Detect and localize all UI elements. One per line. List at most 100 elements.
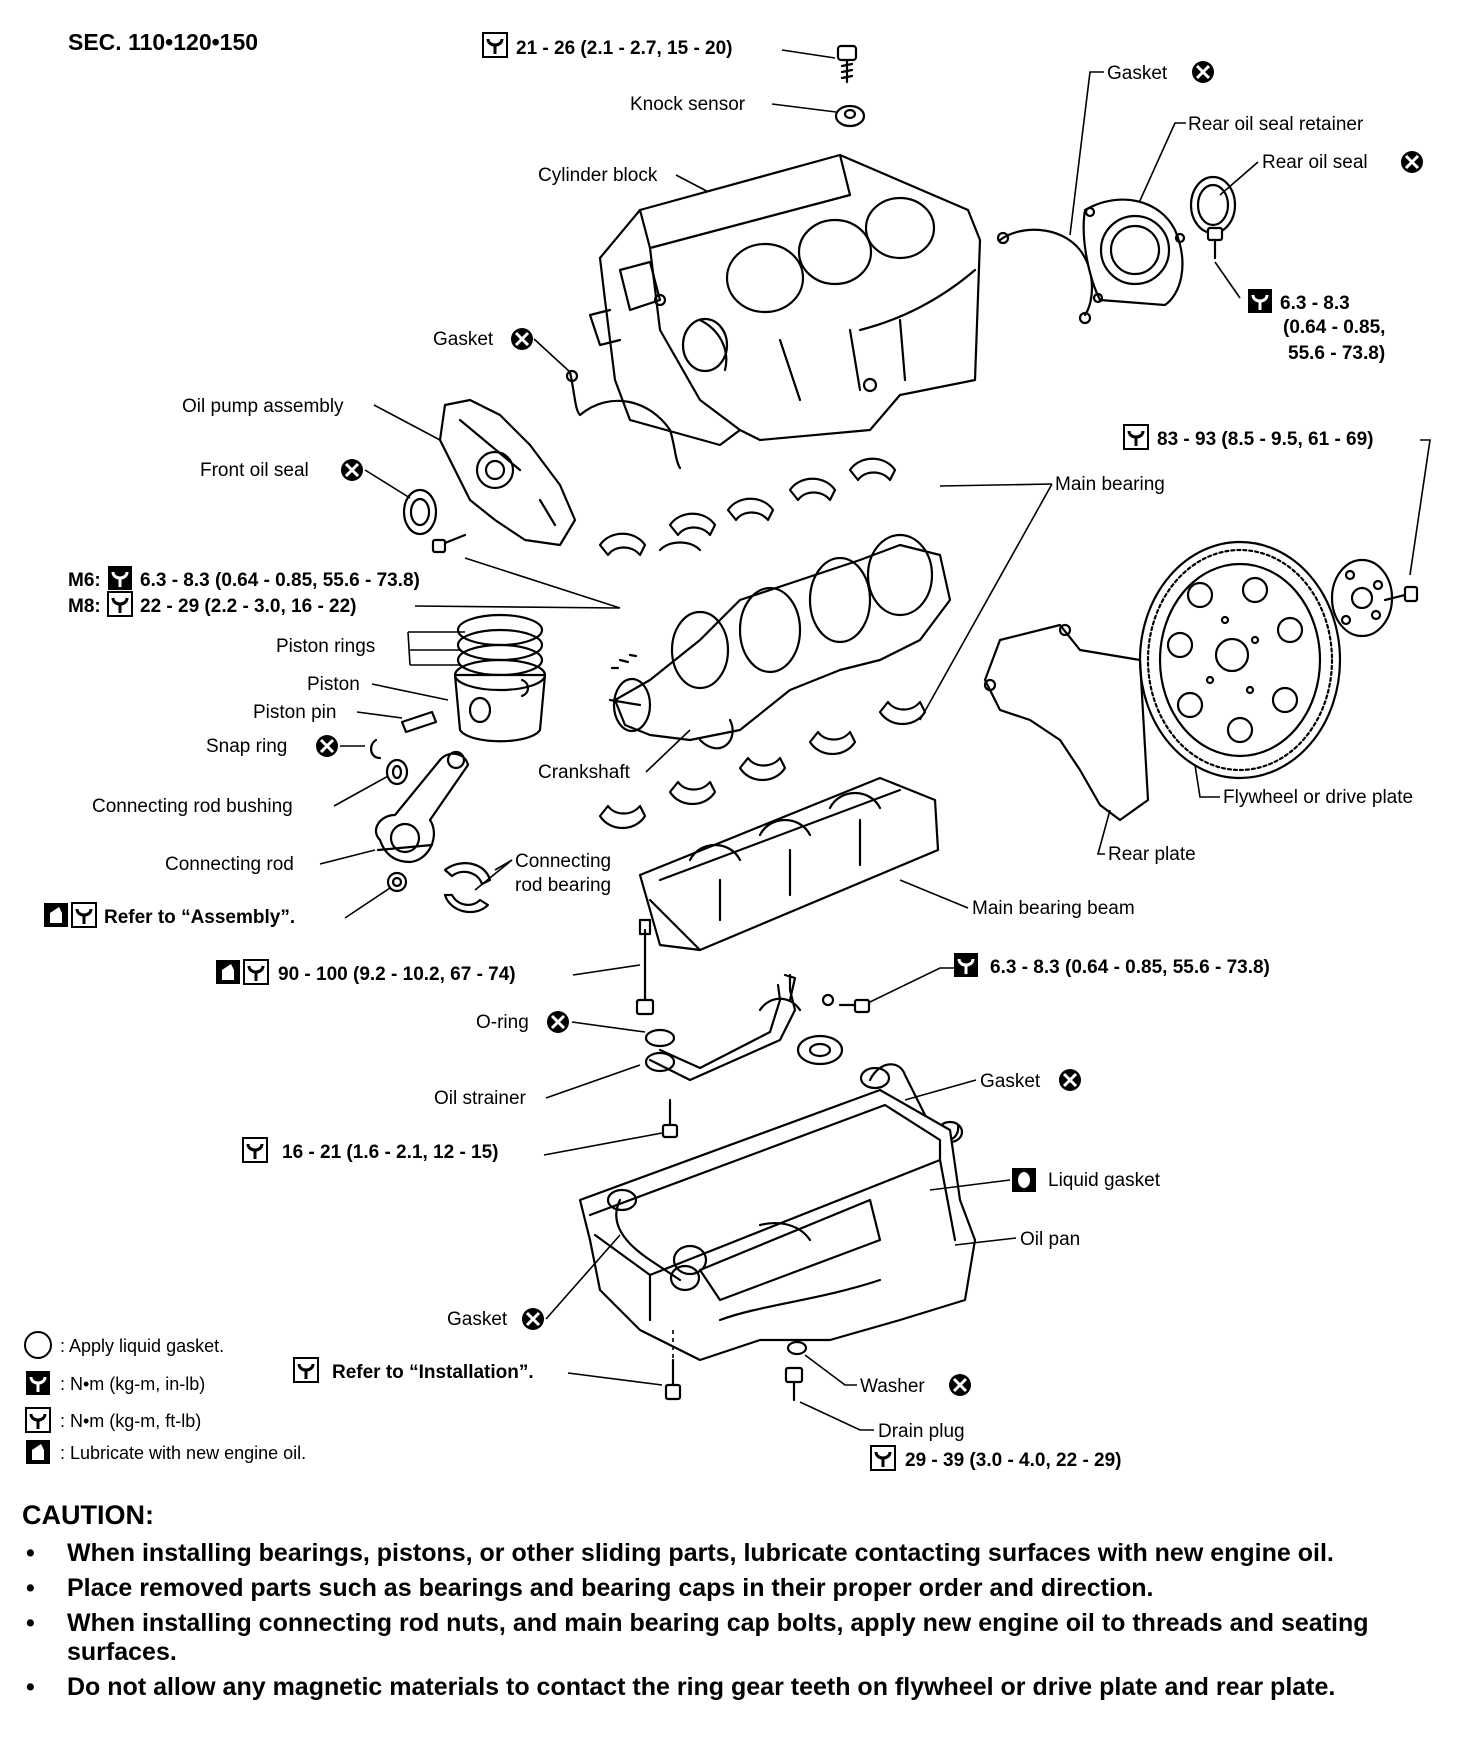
- flywheel: [1138, 540, 1342, 780]
- torque-wrench-icon: [481, 31, 509, 59]
- torque-top-label: 21 - 26 (2.1 - 2.7, 15 - 20): [516, 38, 733, 59]
- caution-section: CAUTION: •When installing bearings, pist…: [22, 1500, 1452, 1708]
- torque-flywheel-label: 83 - 93 (8.5 - 9.5, 61 - 69): [1157, 429, 1374, 450]
- main-bearing-beam-label: Main bearing beam: [972, 898, 1135, 919]
- connecting-rod-nut: [386, 871, 408, 893]
- replace-part-icon: [314, 733, 340, 759]
- caution-title: CAUTION:: [22, 1500, 154, 1530]
- cylinder-block: [588, 153, 982, 447]
- liquid-gasket-label: Liquid gasket: [1048, 1170, 1161, 1191]
- knock-sensor: [834, 104, 866, 128]
- caution-item: •When installing connecting rod nuts, an…: [26, 1609, 1369, 1666]
- connecting-rod-bushing-label: Connecting rod bushing: [92, 796, 293, 817]
- connecting-rod: [374, 750, 470, 864]
- caution-list: •When installing bearings, pistons, or o…: [22, 1539, 1452, 1702]
- connecting-rod-bearing: [443, 862, 492, 914]
- rear-oil-seal: [1189, 175, 1237, 235]
- torque-strainer-label: 16 - 21 (1.6 - 2.1, 12 - 15): [282, 1142, 499, 1163]
- gasket-left-label: Gasket: [433, 329, 494, 350]
- piston-rings-label: Piston rings: [276, 636, 375, 657]
- torque-rear-line3: 55.6 - 73.8): [1288, 343, 1385, 364]
- piston-rings: [456, 613, 544, 677]
- front-gasket: [565, 369, 682, 470]
- liquid-gasket-circle-icon: [24, 1331, 52, 1359]
- replace-part-icon: [1399, 149, 1425, 175]
- flywheel-label: Flywheel or drive plate: [1223, 787, 1413, 808]
- rear-retainer-bolt: [1206, 226, 1224, 260]
- legend: : Apply liquid gasket. : N•m (kg-m, in-l…: [24, 1331, 306, 1464]
- torque-strainer-bolt-label: 6.3 - 8.3 (0.64 - 0.85, 55.6 - 73.8): [990, 957, 1270, 978]
- replace-part-icon: [1190, 59, 1216, 85]
- o-ring: [644, 1028, 676, 1048]
- rear-plate: [983, 623, 1150, 822]
- gasket-right-label: Gasket: [980, 1071, 1041, 1092]
- torque-beam-label: 90 - 100 (9.2 - 10.2, 67 - 74): [278, 964, 516, 985]
- torque-rear-line1: 6.3 - 8.3: [1280, 293, 1350, 314]
- liquid-gasket-icon: [1012, 1168, 1036, 1192]
- torque-wrench-inlb-icon: [952, 951, 980, 979]
- oil-strainer: [644, 973, 844, 1082]
- connecting-rod-bushing: [385, 758, 409, 786]
- bullet-icon: •: [26, 1574, 35, 1602]
- beam-bolt: [635, 918, 655, 1016]
- knock-sensor-bolt: [836, 44, 858, 84]
- connecting-rod-label: Connecting rod: [165, 854, 294, 875]
- torque-wrench-icon: [70, 901, 98, 929]
- torque-wrench-icon: [1122, 423, 1150, 451]
- knock-sensor-label: Knock sensor: [630, 94, 746, 115]
- legend-item: : N•m (kg-m, ft-lb): [60, 1411, 201, 1431]
- torque-wrench-icon: [241, 1136, 269, 1164]
- flywheel-reinforcement-plate: [1330, 558, 1394, 638]
- caution-item: •Do not allow any magnetic materials to …: [26, 1673, 1336, 1701]
- oil-pan-bolt: [664, 1358, 682, 1401]
- torque-wrench-icon: [292, 1356, 320, 1384]
- rear-oil-seal-retainer: [1082, 198, 1186, 307]
- connecting-rod-bearing-label-2: rod bearing: [515, 875, 611, 896]
- torque-wrench-icon: [242, 958, 270, 986]
- oil-can-icon: [44, 903, 68, 927]
- replace-part-icon: [545, 1009, 571, 1035]
- snap-ring-label: Snap ring: [206, 736, 287, 757]
- oil-pan: [578, 1088, 977, 1362]
- legend-item: : Lubricate with new engine oil.: [60, 1443, 306, 1463]
- torque-wrench-icon: [106, 590, 134, 618]
- refer-assembly-label: Refer to “Assembly”.: [104, 907, 295, 928]
- oil-pan-gasket-lower: [606, 1188, 701, 1292]
- legend-item: : Apply liquid gasket.: [60, 1336, 224, 1356]
- crankshaft: [608, 533, 952, 750]
- main-bearing-upper-shells: [598, 457, 897, 557]
- oil-can-icon: [216, 960, 240, 984]
- rear-oil-seal-retainer-label: Rear oil seal retainer: [1188, 114, 1364, 135]
- piston: [453, 658, 547, 743]
- front-oil-seal: [402, 488, 438, 536]
- piston-pin-label: Piston pin: [253, 702, 336, 723]
- torque-drain-label: 29 - 39 (3.0 - 4.0, 22 - 29): [905, 1450, 1122, 1471]
- o-ring-label: O-ring: [476, 1012, 529, 1033]
- main-bearing-beam: [638, 776, 940, 952]
- replace-part-icon: [947, 1372, 973, 1398]
- refer-installation-label: Refer to “Installation”.: [332, 1362, 534, 1383]
- m6-torque-label: 6.3 - 8.3 (0.64 - 0.85, 55.6 - 73.8): [140, 570, 420, 591]
- rear-oil-seal-label: Rear oil seal: [1262, 152, 1368, 173]
- drain-plug-label: Drain plug: [878, 1421, 965, 1442]
- legend-item: : N•m (kg-m, in-lb): [60, 1374, 205, 1394]
- section-number: SEC. 110•120•150: [68, 29, 258, 55]
- torque-wrench-ftlb-icon: [24, 1406, 52, 1434]
- bullet-icon: •: [26, 1539, 35, 1567]
- oil-strainer-label: Oil strainer: [434, 1088, 527, 1109]
- gasket-top-label: Gasket: [1107, 63, 1168, 84]
- main-bearing-label: Main bearing: [1055, 474, 1165, 495]
- piston-pin: [400, 710, 438, 734]
- main-bearing-lower-shells: [598, 700, 927, 830]
- strainer-bolt: [661, 1098, 679, 1139]
- torque-wrench-inlb-icon: [106, 564, 134, 592]
- oil-can-icon: [26, 1440, 50, 1464]
- oil-pump-assembly-label: Oil pump assembly: [182, 396, 344, 417]
- replace-part-icon: [520, 1306, 546, 1332]
- m8-prefix: M8:: [68, 596, 101, 617]
- oil-pump-assembly: [438, 398, 577, 547]
- torque-wrench-icon: [869, 1444, 897, 1472]
- replace-part-icon: [509, 326, 535, 352]
- oil-pump-bolt: [431, 533, 467, 554]
